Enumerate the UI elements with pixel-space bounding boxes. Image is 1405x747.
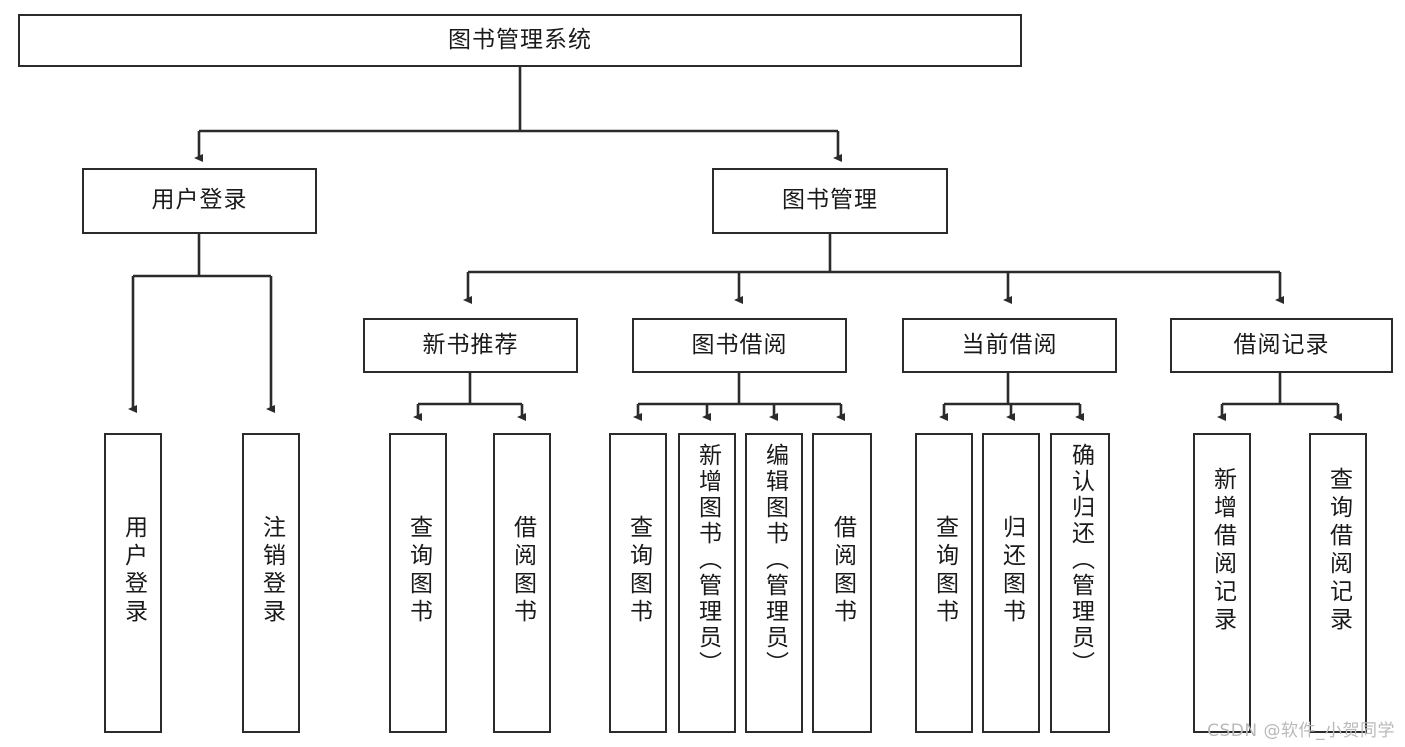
node-leaf-add-record-label: 新增借阅记录 xyxy=(1209,467,1236,635)
node-leaf-confirm-return[interactable]: 确认归还（管理员） xyxy=(1050,433,1110,733)
node-leaf-add-book-label: 新增图书（管理员） xyxy=(694,443,721,677)
node-current-borrow-label: 当前借阅 xyxy=(961,331,1058,358)
node-leaf-logout-login[interactable]: 注销登录 xyxy=(242,433,300,733)
node-leaf-user-login[interactable]: 用户登录 xyxy=(104,433,162,733)
node-root[interactable]: 图书管理系统 xyxy=(18,14,1022,67)
node-leaf-query-book-1-label: 查询图书 xyxy=(405,515,432,627)
node-leaf-add-book[interactable]: 新增图书（管理员） xyxy=(678,433,736,733)
node-leaf-return-book-label: 归还图书 xyxy=(998,515,1025,627)
node-leaf-borrow-book-2-label: 借阅图书 xyxy=(829,515,856,627)
node-root-label: 图书管理系统 xyxy=(448,26,592,53)
node-user-login[interactable]: 用户登录 xyxy=(82,168,317,234)
node-leaf-add-record[interactable]: 新增借阅记录 xyxy=(1193,433,1251,733)
node-leaf-query-record-label: 查询借阅记录 xyxy=(1325,467,1352,635)
node-borrow-record[interactable]: 借阅记录 xyxy=(1170,318,1393,373)
node-leaf-query-book-3[interactable]: 查询图书 xyxy=(915,433,973,733)
node-new-book-recommend[interactable]: 新书推荐 xyxy=(363,318,578,373)
csdn-watermark: CSDN @软件_小贺同学 xyxy=(1207,721,1395,741)
node-leaf-borrow-book-1-label: 借阅图书 xyxy=(509,515,536,627)
node-leaf-borrow-book-1[interactable]: 借阅图书 xyxy=(493,433,551,733)
node-borrow-record-label: 借阅记录 xyxy=(1233,331,1330,358)
node-book-manage[interactable]: 图书管理 xyxy=(712,168,948,234)
node-leaf-query-book-2-label: 查询图书 xyxy=(625,515,652,627)
node-user-login-label: 用户登录 xyxy=(151,187,248,214)
node-leaf-return-book[interactable]: 归还图书 xyxy=(982,433,1040,733)
node-current-borrow[interactable]: 当前借阅 xyxy=(902,318,1117,373)
node-leaf-borrow-book-2[interactable]: 借阅图书 xyxy=(812,433,872,733)
node-new-book-recommend-label: 新书推荐 xyxy=(422,331,519,358)
node-leaf-confirm-return-label: 确认归还（管理员） xyxy=(1067,443,1094,677)
node-book-borrow[interactable]: 图书借阅 xyxy=(632,318,847,373)
node-leaf-logout-login-label: 注销登录 xyxy=(258,515,285,627)
node-leaf-user-login-label: 用户登录 xyxy=(120,515,147,627)
node-book-borrow-label: 图书借阅 xyxy=(691,331,788,358)
node-leaf-query-record[interactable]: 查询借阅记录 xyxy=(1309,433,1367,733)
node-leaf-edit-book[interactable]: 编辑图书（管理员） xyxy=(745,433,803,733)
node-leaf-query-book-1[interactable]: 查询图书 xyxy=(389,433,447,733)
node-leaf-edit-book-label: 编辑图书（管理员） xyxy=(761,443,788,677)
node-leaf-query-book-2[interactable]: 查询图书 xyxy=(609,433,667,733)
node-book-manage-label: 图书管理 xyxy=(782,187,878,214)
node-leaf-query-book-3-label: 查询图书 xyxy=(931,515,958,627)
